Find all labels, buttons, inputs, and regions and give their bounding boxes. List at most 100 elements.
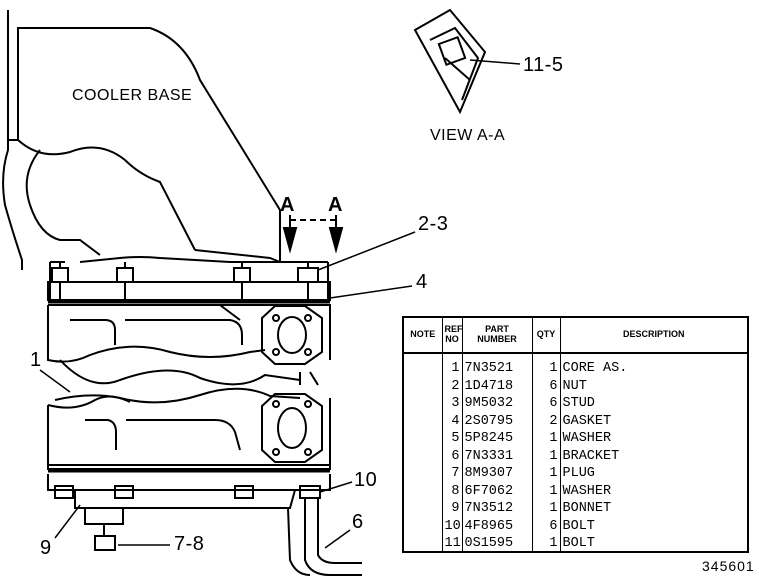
part-number-cell: 7N3512: [462, 500, 533, 518]
callout-11-5: 11-5: [523, 54, 564, 76]
note-cell: [404, 465, 443, 483]
lower-tank: [47, 395, 331, 509]
ref-cell: 5: [442, 430, 463, 448]
ref-cell: 8: [442, 482, 463, 500]
part-number-cell: 9M5032: [462, 395, 533, 413]
description-cell: WASHER: [562, 431, 612, 446]
callout-6: 6: [352, 511, 364, 533]
drain-plug: [84, 507, 124, 551]
lower-port-flange: [261, 393, 323, 463]
qty-cell: 1: [532, 535, 561, 553]
description-cell: STUD: [562, 396, 595, 411]
part-number-cell: 6F7062: [462, 482, 533, 500]
ref-cell: 6: [442, 447, 463, 465]
ref-cell: 9: [442, 500, 463, 518]
description-cell: BOLT: [562, 518, 595, 534]
qty-cell: 1: [532, 430, 561, 448]
ref-cell: 10: [442, 517, 463, 535]
note-cell: [404, 500, 443, 518]
qty-cell: 1: [532, 360, 561, 378]
ref-cell: 2: [442, 377, 463, 395]
ref-cell: 3: [442, 395, 463, 413]
note-cell: [404, 377, 443, 395]
note-cell: [404, 360, 443, 378]
part-number-cell: 5P8245: [462, 430, 533, 448]
description-cell: GASKET: [562, 413, 612, 429]
parts-table: NOTE REF NO PART NUMBER QTY DESCRIPTION …: [402, 316, 749, 553]
note-cell: [404, 412, 443, 430]
upper-port-flange: [261, 305, 323, 365]
callout-4: 4: [416, 271, 428, 293]
qty-cell: 6: [532, 517, 561, 535]
header-part-number: PART NUMBER: [462, 318, 533, 354]
header-qty: QTY: [532, 318, 561, 354]
lower-bolts: [54, 485, 321, 499]
part-number-cell: 7N3331: [462, 447, 533, 465]
callout-7-8: 7-8: [174, 533, 205, 555]
ref-cell: 11: [442, 535, 463, 553]
core: [54, 359, 319, 404]
qty-cell: 1: [532, 465, 561, 483]
note-cell: [404, 535, 443, 553]
ref-cell: 4: [442, 412, 463, 430]
qty-cell: 6: [532, 377, 561, 395]
qty-cell: 2: [532, 412, 561, 430]
section-a-right-label: A: [328, 194, 343, 216]
note-cell: [404, 395, 443, 413]
part-number-cell: 0S1595: [462, 535, 533, 553]
view-a-a-detail: [413, 8, 487, 115]
section-a-a-marker: [282, 215, 344, 254]
callout-10: 10: [354, 469, 378, 491]
qty-cell: 6: [532, 395, 561, 413]
part-number-cell: 1D4718: [462, 377, 533, 395]
description-cell: BONNET: [562, 501, 612, 516]
section-a-left-label: A: [280, 194, 295, 216]
note-cell: [404, 430, 443, 448]
ref-cell: 1: [442, 360, 463, 378]
ref-cell: 7: [442, 465, 463, 483]
note-cell: [404, 447, 443, 465]
header-description: DESCRIPTION: [560, 318, 747, 354]
description-cell: PLUG: [562, 466, 595, 481]
callout-9: 9: [40, 537, 52, 559]
qty-cell: 1: [532, 500, 561, 518]
view-a-a-caption: VIEW A-A: [430, 127, 506, 144]
description-cell: CORE AS.: [562, 361, 628, 376]
note-cell: [404, 482, 443, 500]
part-number-cell: 2S0795: [462, 412, 533, 430]
header-note: NOTE: [404, 318, 443, 354]
description-cell: BOLT: [562, 536, 595, 551]
figure-number: 345601: [702, 558, 755, 574]
part-number-cell: 8M9307: [462, 465, 533, 483]
description-cell: WASHER: [562, 483, 612, 499]
part-number-cell: 4F8965: [462, 517, 533, 535]
upper-tank: [47, 256, 331, 363]
header-ref-no: REF NO: [442, 318, 463, 354]
qty-cell: 1: [532, 482, 561, 500]
callout-2-3: 2-3: [418, 213, 449, 235]
bracket: [287, 498, 362, 576]
description-cell: BRACKET: [562, 448, 620, 464]
upper-studs: [51, 262, 319, 300]
qty-cell: 1: [532, 447, 561, 465]
cooler-base-label: COOLER BASE: [72, 87, 193, 104]
note-cell: [404, 517, 443, 535]
callout-1: 1: [30, 349, 42, 371]
part-number-cell: 7N3521: [462, 360, 533, 378]
leader-lines: [39, 59, 521, 549]
cooler-base: [2, 10, 281, 270]
description-cell: NUT: [562, 378, 587, 394]
